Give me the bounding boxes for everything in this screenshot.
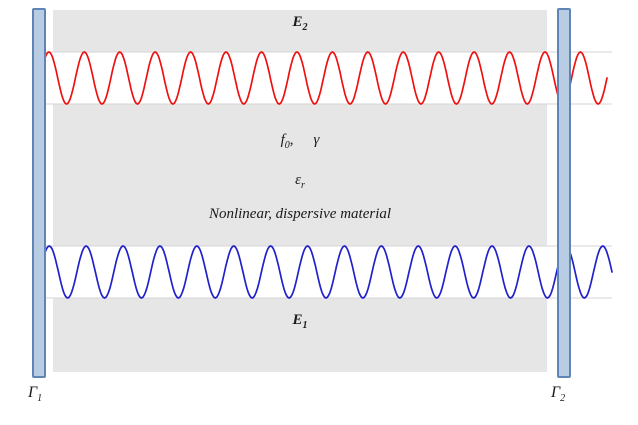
e1-wave-band xyxy=(45,246,612,298)
f0-subscript: 0 xyxy=(284,140,290,151)
e2-wave xyxy=(39,51,608,105)
gamma-symbol: γ xyxy=(313,132,320,148)
label-e1: E1 xyxy=(53,311,547,331)
gamma2-subscript: 2 xyxy=(560,393,566,405)
f0-base: f xyxy=(280,132,285,148)
params-comma: , xyxy=(289,132,294,148)
label-material: Nonlinear, dispersive material xyxy=(208,206,392,222)
e1-base: E xyxy=(292,312,303,328)
e1-wave xyxy=(39,245,613,299)
label-params: f0, γ xyxy=(53,131,547,151)
gamma1-base: Γ xyxy=(28,384,38,401)
label-epsilon-r: εr xyxy=(53,171,547,191)
epsilon-base: ε xyxy=(295,172,301,188)
epsilon-subscript: r xyxy=(301,180,305,191)
e2-base: E xyxy=(292,14,303,30)
e1-subscript: 1 xyxy=(302,320,308,331)
label-gamma2: Γ2 xyxy=(551,383,566,405)
mirror-gamma2 xyxy=(557,8,571,378)
e2-subscript: 2 xyxy=(302,22,308,33)
gamma2-base: Γ xyxy=(551,384,561,401)
gamma1-subscript: 1 xyxy=(37,393,43,405)
label-gamma1: Γ1 xyxy=(28,383,43,405)
mirror-gamma1 xyxy=(32,8,46,378)
label-e2: E2 xyxy=(53,13,547,33)
